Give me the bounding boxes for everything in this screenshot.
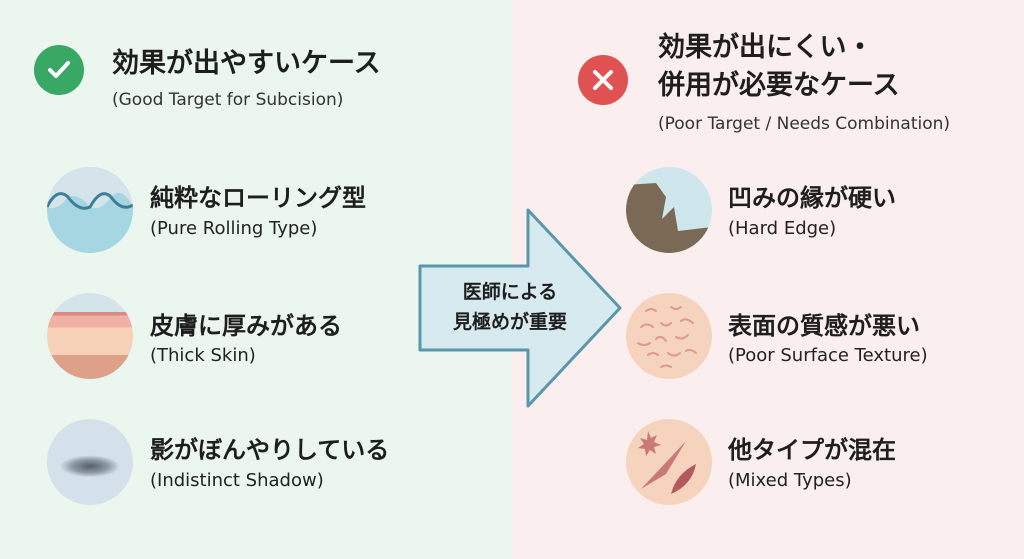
item-en: (Pure Rolling Type) [150, 218, 318, 239]
item-jp: 他タイプが混在 [728, 436, 896, 464]
mixed-types-icon [626, 419, 712, 505]
x-icon [578, 55, 628, 105]
poor-title-line2: 併用が必要なケース [658, 70, 900, 101]
item-en: (Poor Surface Texture) [728, 345, 928, 366]
poor-title-line1: 効果が出にくい・ [658, 32, 874, 63]
item-jp: 影がぼんやりしている [150, 436, 390, 464]
item-jp: 純粋なローリング型 [150, 184, 366, 212]
hard-edge-icon [626, 167, 712, 253]
item-en: (Thick Skin) [150, 345, 256, 366]
poor-subtitle: (Poor Target / Needs Combination) [658, 114, 951, 134]
rough-texture-icon [626, 293, 712, 379]
rolling-wave-icon [47, 167, 133, 253]
arrow-text-line1: 医師による [462, 281, 558, 303]
arrow-text-line2: 見極めが重要 [452, 311, 567, 333]
arrow-shape [418, 208, 622, 408]
check-icon [34, 45, 84, 95]
poor-target-panel: 効果が出にくい・ 併用が必要なケース (Poor Target / Needs … [512, 0, 1024, 559]
item-jp: 表面の質感が悪い [728, 312, 920, 340]
good-subtitle: (Good Target for Subcision) [112, 90, 344, 110]
item-jp: 皮膚に厚みがある [150, 312, 342, 340]
good-title: 効果が出やすいケース [112, 48, 381, 79]
item-en: (Mixed Types) [728, 470, 852, 491]
item-en: (Hard Edge) [728, 218, 837, 239]
item-jp: 凹みの縁が硬い [728, 184, 896, 212]
skin-layers-icon [47, 293, 133, 379]
shadow-icon [47, 419, 133, 505]
item-en: (Indistinct Shadow) [150, 470, 324, 491]
